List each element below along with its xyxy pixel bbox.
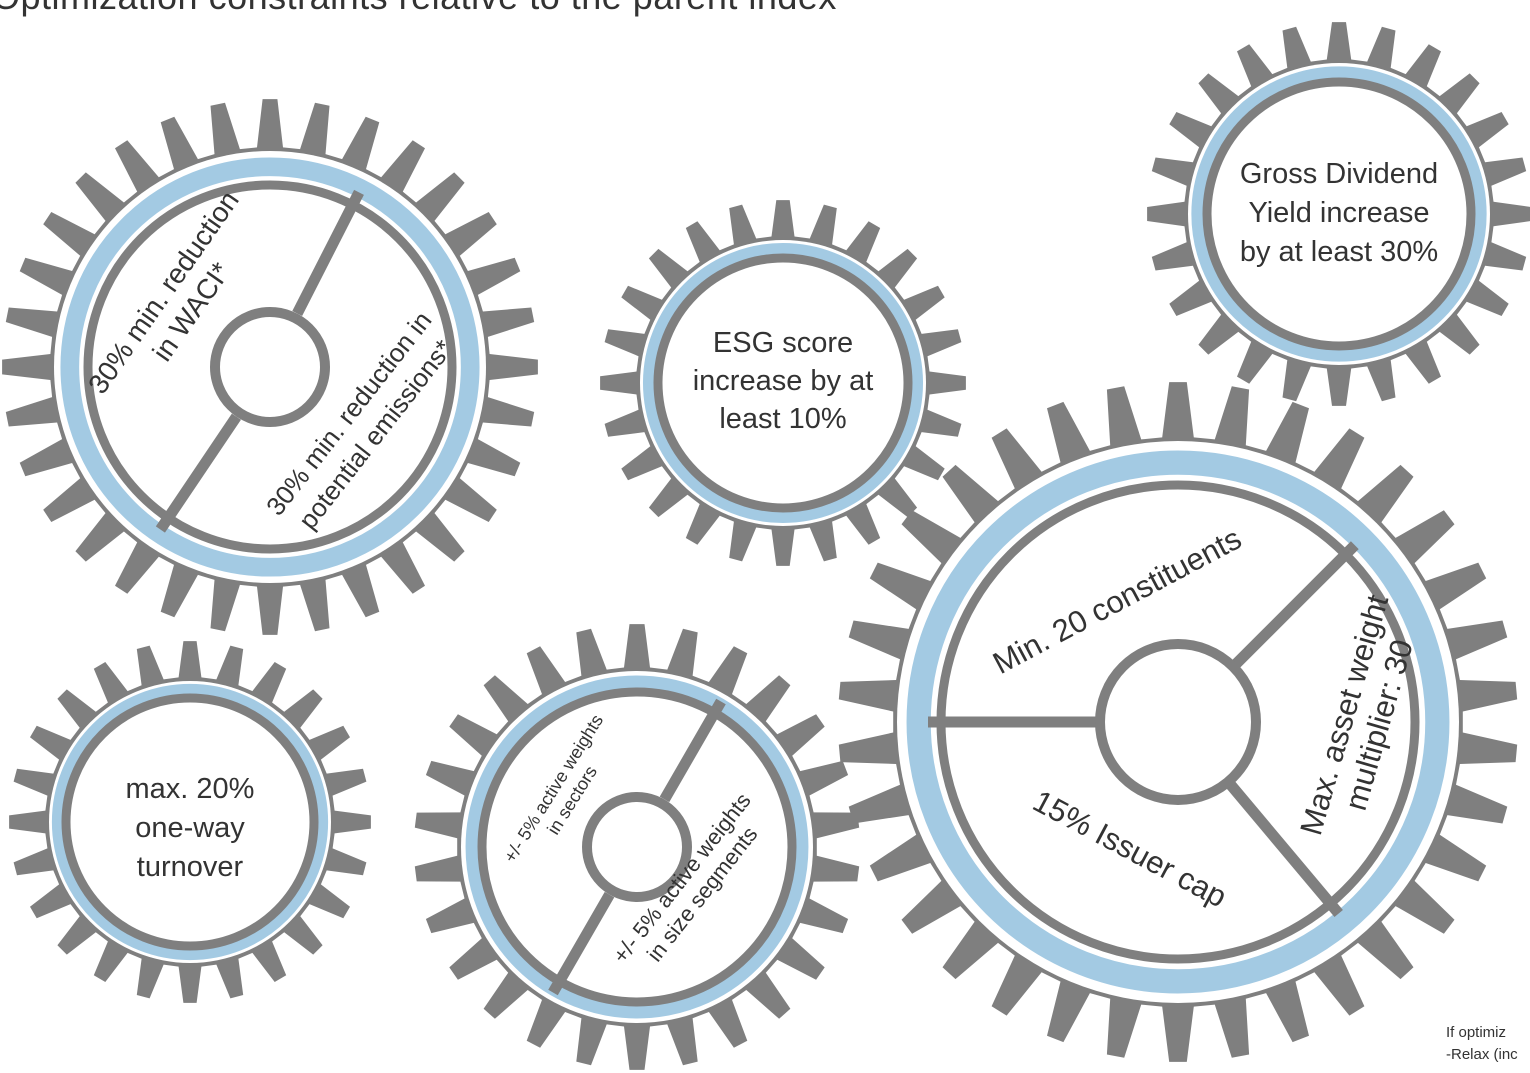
gear-active-weights: +/- 5% active weights in sectors +/- 5% … xyxy=(414,624,860,1070)
gear-hub-active-weights xyxy=(582,792,692,902)
gear-text-dividend-1: Gross Dividend xyxy=(1240,158,1438,190)
page-title: Optimization constraints relative to the… xyxy=(0,0,837,18)
gear-accent-band xyxy=(51,683,329,961)
gear-turnover: max. 20% one-way turnover xyxy=(9,641,371,1003)
gear-text-esg-1: ESG score xyxy=(713,327,853,359)
gear-text-esg-3: least 10% xyxy=(719,403,846,435)
gear-text-turnover-2: one-way xyxy=(135,812,245,844)
gear-hub-diversification xyxy=(1095,639,1261,805)
gear-diversification: Min. 20 constituents Max. asset weight m… xyxy=(838,382,1518,1062)
gear-accent-band xyxy=(906,450,1450,994)
gear-ring-dividend xyxy=(1202,77,1476,351)
gear-dividend: Gross Dividend Yield increase by at leas… xyxy=(1147,22,1530,406)
gear-text-dividend-2: Yield increase xyxy=(1248,197,1429,229)
gear-spoke-active-weights-1 xyxy=(659,698,726,803)
footnote-line-2: -Relax (inc xyxy=(1446,1046,1518,1063)
gear-esg: ESG score increase by at least 10% xyxy=(600,200,966,566)
gear-emissions: 30% min. reduction in WACI* 30% min. red… xyxy=(2,99,538,635)
gear-spoke-emissions-2 xyxy=(155,413,241,533)
gear-hub-emissions xyxy=(210,307,330,427)
gear-text-turnover-3: turnover xyxy=(137,851,244,883)
gear-accent-band xyxy=(1191,66,1487,362)
footnote-line-1: If optimiz xyxy=(1446,1024,1507,1041)
gear-text-esg-2: increase by at xyxy=(693,365,874,397)
gear-text-dividend-3: by at least 30% xyxy=(1240,236,1438,268)
gear-ring-esg xyxy=(653,253,913,513)
gear-ring-turnover xyxy=(61,693,319,951)
gear-accent-band xyxy=(60,157,480,577)
gear-spoke-emissions-1 xyxy=(292,189,364,317)
gear-spoke-active-weights-2 xyxy=(548,891,615,996)
gear-accent-band xyxy=(465,675,809,1019)
gear-spoke-diversification-3 xyxy=(1226,781,1343,918)
gear-spoke-diversification-2 xyxy=(1232,541,1359,668)
gear-text-turnover-1: max. 20% xyxy=(126,773,255,805)
gear-accent-band xyxy=(642,242,924,524)
